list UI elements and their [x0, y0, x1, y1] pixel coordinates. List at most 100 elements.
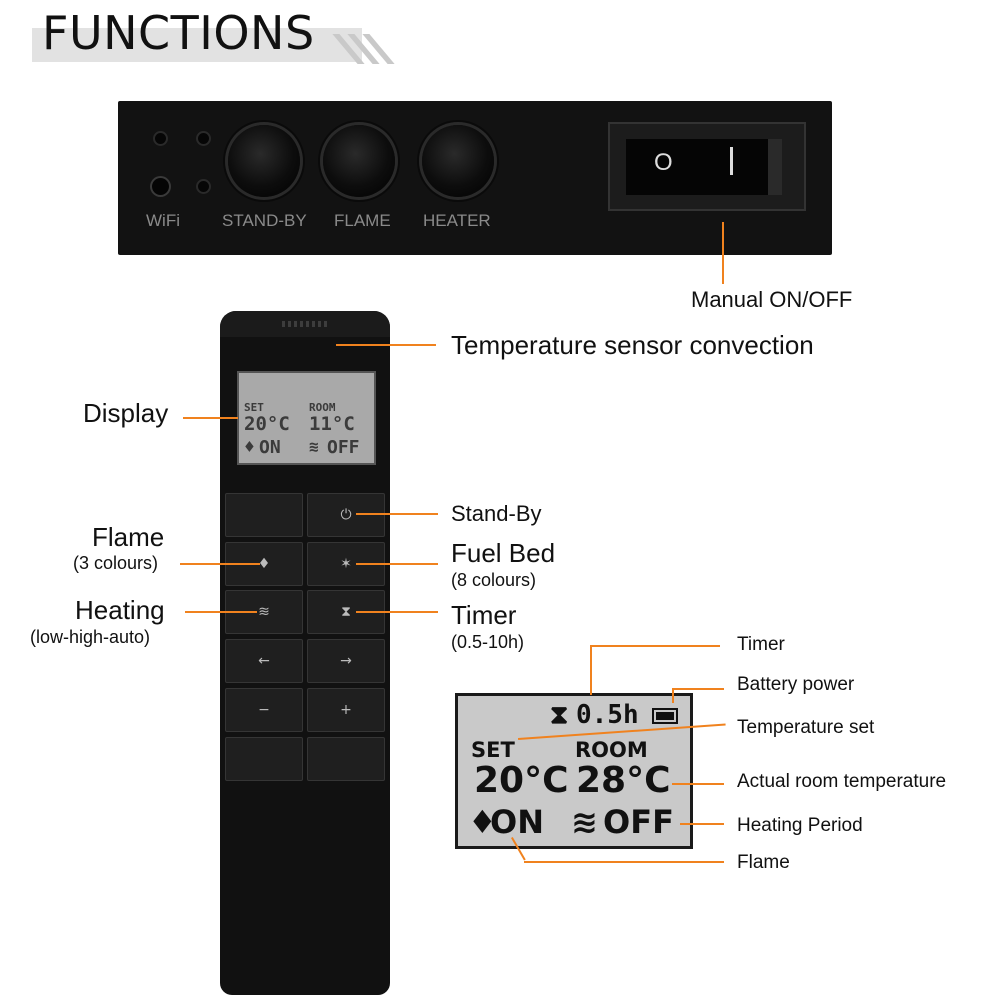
on-symbol [730, 147, 733, 175]
room-temp: 11°C [309, 413, 355, 435]
room-label: ROOM [309, 401, 336, 414]
indicator-led [155, 133, 166, 144]
standby-key[interactable]: ⏻ [307, 493, 385, 537]
timer-callout-label: Timer [451, 600, 517, 630]
set-label: SET [244, 401, 264, 414]
heating-callout-sub: (low-high-auto) [30, 627, 151, 647]
plus-key[interactable]: + [307, 688, 385, 732]
heat-state: OFF [603, 803, 674, 841]
heat-waves-icon: ≋ [258, 604, 270, 620]
control-panel: WiFi STAND-BY FLAME HEATER O [118, 101, 832, 255]
temp-sensor-label: Temperature sensor convection [451, 330, 814, 360]
display-detail: ⧗ 0.5h SET ROOM 20°C 28°C ♦ ON ≋ OFF [455, 693, 693, 849]
fuel-bed-icon: ✶ [340, 556, 352, 572]
heat-waves-icon: ≋ [309, 437, 319, 456]
standby-knob[interactable] [228, 125, 300, 197]
callout-line [722, 222, 724, 284]
sensor-grille [318, 321, 321, 327]
remote-control: SET ROOM 20°C 11°C ♦ ON ≋ OFF ⏻ ♦ ✶ ≋ ⧗ … [220, 311, 390, 995]
battery-level [656, 712, 674, 720]
manual-switch-label: Manual ON/OFF [691, 287, 853, 312]
flame-state: ON [259, 437, 281, 458]
rocker-edge [768, 139, 782, 195]
indicator-led [198, 181, 209, 192]
heating-period-annotation: Heating Period [737, 815, 863, 836]
callout-line [524, 861, 724, 863]
sensor-grille [294, 321, 297, 327]
set-temp: 20°C [474, 760, 569, 801]
sensor-grille [300, 321, 303, 327]
flame-annotation: Flame [737, 852, 790, 873]
fuel-bed-callout-sub: (8 colours) [451, 570, 537, 590]
heat-waves-icon: ≋ [571, 803, 598, 841]
callout-line [672, 688, 724, 690]
callout-line [356, 513, 438, 515]
power-icon: ⏻ [340, 507, 352, 523]
callout-line [590, 645, 592, 695]
flame-knob[interactable] [323, 125, 395, 197]
sensor-grille [282, 321, 285, 327]
actual-room-annotation: Actual room temperature [737, 771, 947, 792]
minus-icon: − [258, 702, 270, 718]
flame-icon: ♦ [244, 437, 255, 458]
hourglass-icon: ⧗ [550, 700, 569, 730]
arrow-right-icon: → [340, 653, 352, 669]
sensor-grille [306, 321, 309, 327]
fuel-bed-callout-label: Fuel Bed [451, 538, 556, 568]
hourglass-icon: ⧗ [341, 604, 351, 620]
timer-value: 0.5h [576, 700, 639, 730]
callout-line [356, 611, 438, 613]
page-title: FUNCTIONS [42, 6, 315, 60]
heater-label: HEATER [423, 211, 491, 230]
flame-label: FLAME [334, 211, 391, 230]
remote-display: SET ROOM 20°C 11°C ♦ ON ≋ OFF [237, 371, 376, 465]
callout-line [672, 783, 724, 785]
set-temp: 20°C [244, 413, 290, 435]
room-temp: 28°C [576, 760, 671, 801]
flame-state: ON [490, 803, 544, 841]
sensor-grille [288, 321, 291, 327]
standby-callout-label: Stand-By [451, 501, 542, 526]
battery-icon [652, 708, 678, 724]
wifi-label: WiFi [146, 211, 180, 230]
plus-icon: + [340, 702, 352, 718]
flame-icon: ♦ [257, 556, 271, 572]
set-label: SET [471, 738, 515, 762]
callout-line [185, 611, 257, 613]
room-label: ROOM [575, 738, 648, 762]
sensor-grille [312, 321, 315, 327]
rocker-face: O [626, 139, 768, 195]
callout-line [183, 417, 238, 419]
callout-line [590, 645, 720, 647]
callout-line [356, 563, 438, 565]
flame-callout-label: Flame [92, 522, 165, 552]
indicator-led [198, 133, 209, 144]
blank-key[interactable] [307, 737, 385, 781]
remote-top [220, 311, 390, 337]
flame-icon: ♦ [468, 803, 497, 841]
wifi-button[interactable] [152, 178, 169, 195]
right-key[interactable]: → [307, 639, 385, 683]
battery-annotation: Battery power [737, 674, 855, 695]
sensor-grille [324, 321, 327, 327]
left-key[interactable]: ← [225, 639, 303, 683]
title-bar [32, 28, 362, 62]
callout-line [336, 344, 436, 346]
callout-line [180, 563, 260, 565]
heat-state: OFF [327, 437, 360, 458]
arrow-left-icon: ← [258, 653, 270, 669]
standby-label: STAND-BY [222, 211, 307, 230]
timer-annotation: Timer [737, 634, 785, 655]
display-label: Display [83, 398, 169, 428]
manual-rocker-switch[interactable]: O [608, 122, 806, 211]
blank-key[interactable] [225, 493, 303, 537]
timer-callout-sub: (0.5-10h) [451, 632, 525, 652]
heater-knob[interactable] [422, 125, 494, 197]
callout-line [680, 823, 724, 825]
temp-set-annotation: Temperature set [737, 717, 875, 738]
blank-key[interactable] [225, 737, 303, 781]
callout-line [672, 689, 674, 703]
flame-callout-sub: (3 colours) [73, 553, 159, 573]
minus-key[interactable]: − [225, 688, 303, 732]
off-symbol: O [654, 149, 673, 176]
